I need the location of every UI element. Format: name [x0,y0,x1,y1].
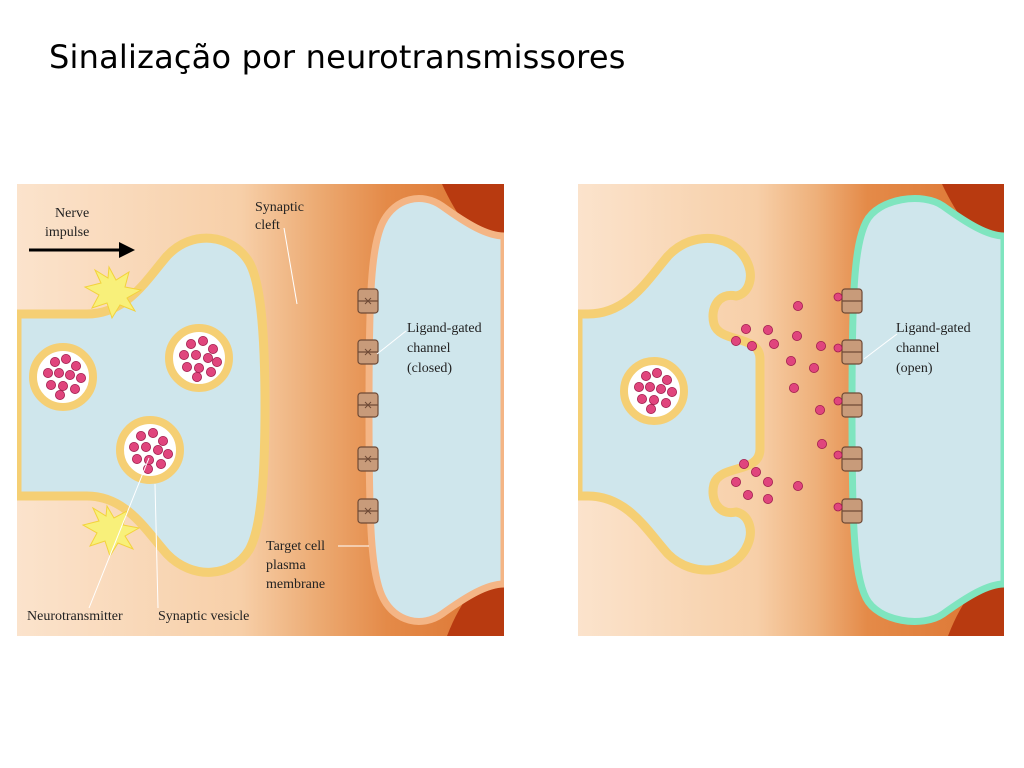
channel [357,288,379,314]
label-target-cell-membrane: Target cell plasma membrane [266,539,329,592]
nerve-impulse-arrow [29,242,135,258]
synapse-diagram-open: Ligand-gated channel (open) [578,184,1004,636]
leader-lines [88,227,407,609]
synaptic-vesicle [165,324,233,392]
synapse-diagram-closed: Nerve impulse Synaptic cleft Ligand-gate… [17,184,504,636]
leader-line [863,333,898,360]
synaptic-vesicle [29,343,97,411]
label-ligand-gated-channel-closed: Ligand-gated channel (closed) [407,321,485,376]
channel [833,498,863,524]
ligand-gated-channels-closed [357,288,379,524]
synaptic-vesicle [116,416,184,484]
channel [357,446,379,472]
label-ligand-gated-channel-open: Ligand-gated channel (open) [896,321,974,376]
channel [833,392,863,418]
synaptic-vesicle [620,357,688,425]
presynaptic-terminal [17,233,270,577]
impulse-flash-top [83,265,143,320]
channel [357,339,379,365]
slide-title: Sinalização por neurotransmissores [49,38,626,76]
label-nerve-impulse: Nerve impulse [45,206,93,240]
channel [357,392,379,418]
channel [833,288,863,314]
ligand-gated-channels-open [833,288,863,524]
channel [357,498,379,524]
released-neurotransmitters [730,301,827,504]
postsynaptic-cell [848,195,1004,625]
label-synaptic-vesicle: Synaptic vesicle [158,609,249,624]
postsynaptic-cell [365,195,504,625]
label-neurotransmitter: Neurotransmitter [27,609,123,624]
channel [833,446,863,472]
label-synaptic-cleft: Synaptic cleft [255,200,308,233]
channel [833,339,863,365]
